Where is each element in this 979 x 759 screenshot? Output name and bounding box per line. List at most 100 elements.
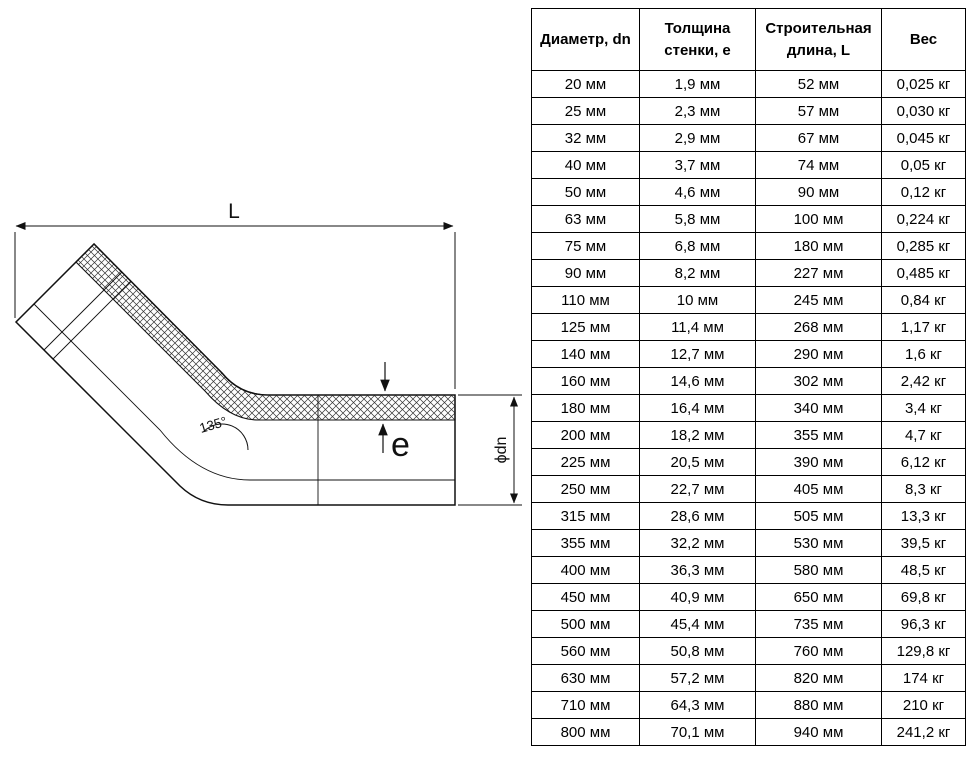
elbow-body: [14, 242, 456, 506]
socket-mark-left: [43, 271, 132, 360]
table-cell: 800 мм: [531, 718, 640, 746]
table-cell: 20,5 мм: [639, 448, 756, 476]
table-cell: 180 мм: [531, 394, 640, 422]
table-cell: 302 мм: [755, 367, 882, 395]
table-cell: 10 мм: [639, 286, 756, 314]
table-cell: 880 мм: [755, 691, 882, 719]
table-cell: 2,42 кг: [881, 367, 966, 395]
table-cell: 18,2 мм: [639, 421, 756, 449]
table-cell: 48,5 кг: [881, 556, 966, 584]
table-cell: 241,2 кг: [881, 718, 966, 746]
table-cell: 0,485 кг: [881, 259, 966, 287]
table-cell: 40,9 мм: [639, 583, 756, 611]
table-cell: 129,8 кг: [881, 637, 966, 665]
table-cell: 0,045 кг: [881, 124, 966, 152]
table-cell: 74 мм: [755, 151, 882, 179]
table-cell: 50 мм: [531, 178, 640, 206]
col-header-diameter: Диаметр, dn: [531, 8, 640, 71]
table-cell: 57,2 мм: [639, 664, 756, 692]
table-cell: 28,6 мм: [639, 502, 756, 530]
table-cell: 500 мм: [531, 610, 640, 638]
dimension-dn: [458, 394, 522, 506]
table-cell: 180 мм: [755, 232, 882, 260]
table-cell: 735 мм: [755, 610, 882, 638]
table-cell: 8,2 мм: [639, 259, 756, 287]
table-cell: 174 кг: [881, 664, 966, 692]
table-cell: 125 мм: [531, 313, 640, 341]
angle-label: 135°: [198, 414, 229, 436]
dim-e-label: e: [391, 426, 410, 464]
table-cell: 1,17 кг: [881, 313, 966, 341]
table-cell: 39,5 кг: [881, 529, 966, 557]
table-cell: 390 мм: [755, 448, 882, 476]
table-cell: 32,2 мм: [639, 529, 756, 557]
dimension-L: [14, 222, 456, 389]
table-cell: 268 мм: [755, 313, 882, 341]
dim-L-label: L: [228, 200, 240, 223]
table-cell: 450 мм: [531, 583, 640, 611]
col-header-length: Строительная длина, L: [755, 8, 882, 71]
table-cell: 340 мм: [755, 394, 882, 422]
table-cell: 560 мм: [531, 637, 640, 665]
table-cell: 0,05 кг: [881, 151, 966, 179]
table-cell: 1,6 кг: [881, 340, 966, 368]
col-header-weight: Вес: [881, 8, 966, 71]
table-cell: 290 мм: [755, 340, 882, 368]
table-cell: 200 мм: [531, 421, 640, 449]
table-cell: 760 мм: [755, 637, 882, 665]
table-cell: 70,1 мм: [639, 718, 756, 746]
table-cell: 580 мм: [755, 556, 882, 584]
table-cell: 90 мм: [755, 178, 882, 206]
table-cell: 355 мм: [755, 421, 882, 449]
table-cell: 210 кг: [881, 691, 966, 719]
table-cell: 140 мм: [531, 340, 640, 368]
table-cell: 4,7 кг: [881, 421, 966, 449]
table-cell: 63 мм: [531, 205, 640, 233]
table-cell: 250 мм: [531, 475, 640, 503]
elbow-drawing: L e ϕdn 135°: [14, 200, 522, 506]
table-cell: 0,84 кг: [881, 286, 966, 314]
table-cell: 50,8 мм: [639, 637, 756, 665]
table-cell: 16,4 мм: [639, 394, 756, 422]
table-cell: 940 мм: [755, 718, 882, 746]
table-cell: 160 мм: [531, 367, 640, 395]
col-header-wall-thickness: Толщина стенки, е: [639, 8, 756, 71]
table-cell: 650 мм: [755, 583, 882, 611]
table-cell: 0,030 кг: [881, 97, 966, 125]
table-cell: 57 мм: [755, 97, 882, 125]
table-cell: 110 мм: [531, 286, 640, 314]
table-cell: 13,3 кг: [881, 502, 966, 530]
table-cell: 530 мм: [755, 529, 882, 557]
table-cell: 8,3 кг: [881, 475, 966, 503]
angle-annotation: 135°: [198, 414, 249, 451]
table-cell: 405 мм: [755, 475, 882, 503]
table-cell: 90 мм: [531, 259, 640, 287]
table-cell: 69,8 кг: [881, 583, 966, 611]
table-cell: 630 мм: [531, 664, 640, 692]
table-cell: 11,4 мм: [639, 313, 756, 341]
table-cell: 14,6 мм: [639, 367, 756, 395]
table-cell: 355 мм: [531, 529, 640, 557]
angle-arc: [203, 423, 249, 451]
table-cell: 75 мм: [531, 232, 640, 260]
table-cell: 0,025 кг: [881, 70, 966, 98]
table-cell: 40 мм: [531, 151, 640, 179]
table-cell: 710 мм: [531, 691, 640, 719]
